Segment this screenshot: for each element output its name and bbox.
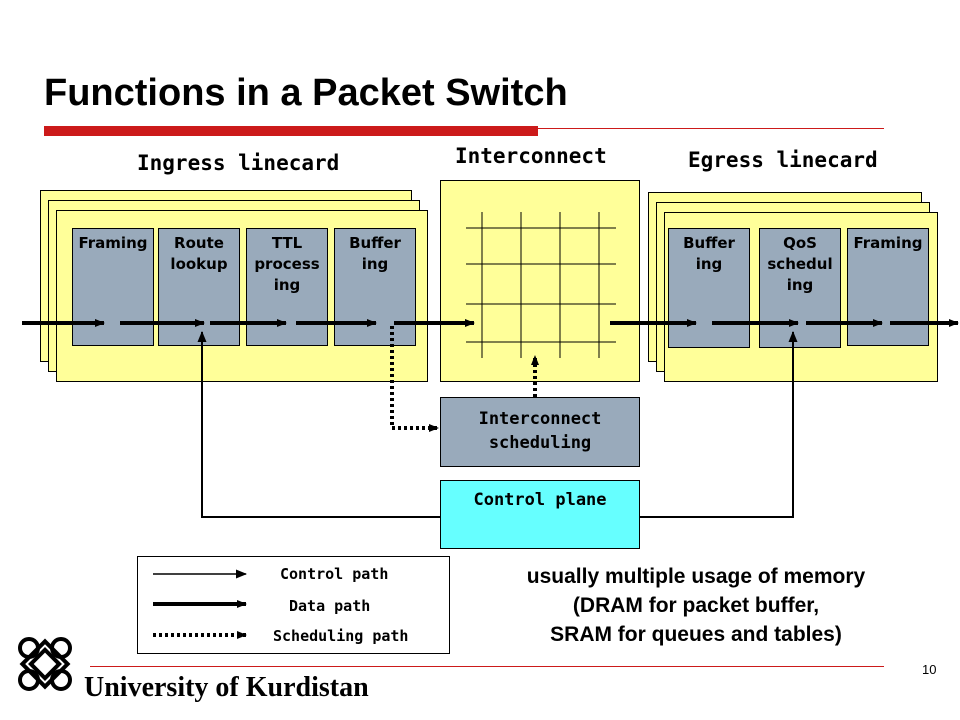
interconnect-scheduling-box: Interconnect scheduling xyxy=(440,397,640,467)
interconnect-label: Interconnect xyxy=(455,144,607,168)
institution-name: University of Kurdistan xyxy=(84,672,369,703)
qos-scheduling-box: QoS schedul ing xyxy=(759,228,841,348)
ingress-framing-box: Framing xyxy=(72,228,154,346)
footer-rule xyxy=(90,666,884,667)
legend-data-label: Data path xyxy=(289,597,371,615)
control-plane-box: Control plane xyxy=(440,480,640,549)
crossbar-grid xyxy=(466,212,616,358)
memory-note-line-2: (DRAM for packet buffer, xyxy=(572,594,820,617)
control-path xyxy=(197,331,798,518)
egress-framing-box: Framing xyxy=(847,228,929,346)
university-logo-icon xyxy=(18,637,72,691)
legend-scheduling-label: Scheduling path xyxy=(273,627,409,645)
memory-note-line-3: SRAM for queues and tables) xyxy=(550,623,842,646)
scheduling-path xyxy=(390,326,539,432)
memory-note: usually multiple usage of memory (DRAM f… xyxy=(466,562,926,649)
interconnect-crossbar xyxy=(440,180,640,382)
title-underline xyxy=(44,126,538,136)
egress-buffering-box: Buffer ing xyxy=(668,228,750,348)
legend-control-label: Control path xyxy=(280,565,389,583)
ingress-label: Ingress linecard xyxy=(137,151,340,175)
egress-label: Egress linecard xyxy=(688,148,878,172)
page-number: 10 xyxy=(922,662,937,677)
slide-title: Functions in a Packet Switch xyxy=(44,72,568,114)
ttl-processing-box: TTL process ing xyxy=(246,228,328,346)
legend-lines xyxy=(153,569,247,639)
title-underline-thin xyxy=(538,128,884,129)
memory-note-line-1: usually multiple usage of memory xyxy=(526,565,866,588)
